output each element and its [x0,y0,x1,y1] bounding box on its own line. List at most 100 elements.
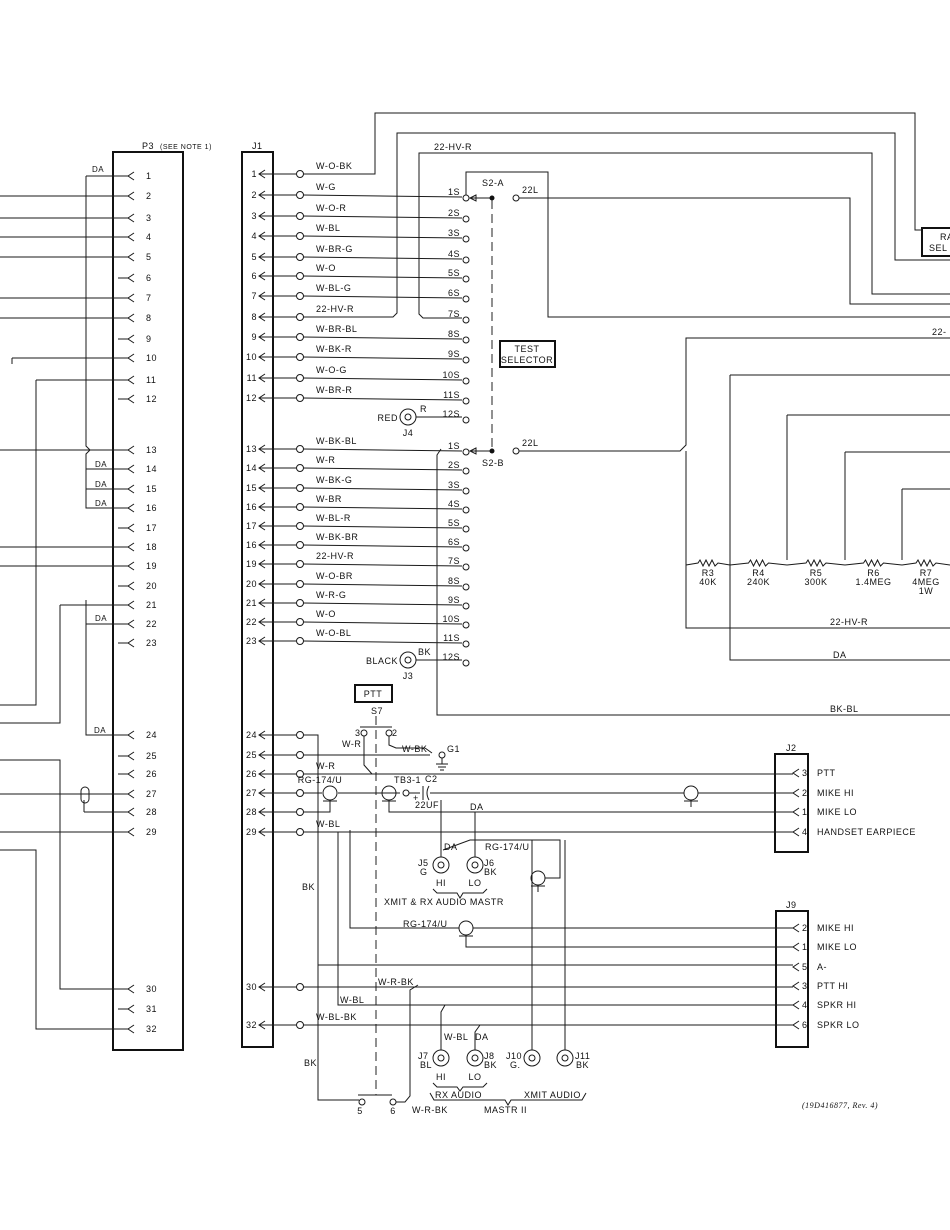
j5-j6-bracket [432,888,488,899]
p3-pin-number: 7 [146,293,152,303]
j1-terminal [296,232,304,240]
wire-color-label: W-G [316,182,336,192]
s2b-common [512,447,520,455]
j9-pin-number: 3 [802,981,808,991]
hi-label: HI [436,878,446,888]
coax-label: RG-174/U [298,775,343,785]
resistor-rating: 1W [919,586,934,596]
j1-pin-number: 16 [246,502,257,512]
s2a-wire [302,356,463,360]
s7-t2-label: 2 [392,728,398,738]
p3-pin-number: 15 [146,484,157,494]
s7-w-r-wire [363,736,373,775]
wire-pin24-a-minus [303,734,793,966]
j1-terminal [296,353,304,361]
da-label: DA [95,499,107,508]
j1-pin-number: 10 [246,352,257,362]
s2b-terminal [462,487,470,495]
s2b-wiper [468,447,492,455]
s2b-terminal [462,640,470,648]
p3-pin-number: 2 [146,191,152,201]
ladder-tap-r5 [844,451,950,560]
j11-color: BK [576,1060,589,1070]
p3-pin-number: 19 [146,561,157,571]
j1-terminal [296,618,304,626]
j1-terminal [296,560,304,568]
j9-pin-label: MIKE LO [817,942,857,952]
s2a-terminal-label: 10S [442,370,460,380]
resistor-ref: R4 [752,568,765,578]
j1-pin-number: 5 [251,252,257,262]
resistor-ref: R5 [810,568,823,578]
p3-pin-arrow-icon [127,619,135,629]
j1-terminal [296,464,304,472]
s2b-wire [302,487,463,491]
j11-jack-icon [556,1049,574,1067]
j1-terminal [296,1021,304,1029]
p3-pin-arrow-icon [127,730,135,740]
p3-pin-number: 6 [146,273,152,283]
wire-color-label: W-BK-R [316,344,352,354]
da-ladder-wire [729,374,950,661]
j1-terminal [296,272,304,280]
p3-pin-number: 22 [146,619,157,629]
s2b-wire [302,467,463,471]
p3-pin-arrow-icon [127,334,135,344]
j9-pin-number: 5 [802,962,808,972]
s2a-terminal-label: 12S [442,409,460,419]
j2-pin-label: MIKE LO [817,807,857,817]
s2a-wire [302,377,463,381]
s2b-wire [302,602,463,606]
resistor-value: 1.4MEG [855,577,891,587]
wire-label-w-r: W-R [342,739,361,749]
s2b-wire [302,525,463,529]
ptt-box [354,684,393,703]
wire-color-label: W-BR-G [316,244,353,254]
p3-pin-number: 32 [146,1024,157,1034]
j1-terminal [296,580,304,588]
ground-icon [436,758,448,771]
j1-pin-number: 29 [246,827,257,837]
j1-pin-number: 6 [251,271,257,281]
da-label: DA [95,480,107,489]
s2a-wire [302,275,463,279]
j2-connector-body [774,753,809,853]
j5-label: J5 [418,858,429,868]
wire-color-label: W-O-BK [316,161,352,171]
wire-color-label: W-BK-BL [316,436,357,446]
s2a-wire [302,235,463,239]
j1-terminal [296,333,304,341]
j1-pin-number: 2 [251,190,257,200]
p3-pin-arrow-icon [127,542,135,552]
j5-color: G [420,867,428,877]
tb3-terminal [402,789,410,797]
j9-pin-arrow-icon [792,942,800,952]
p3-pin-arrow-icon [127,273,135,283]
j9-pin-label: SPKR HI [817,1000,857,1010]
j2-pin-arrow-icon [792,788,800,798]
j1-pin-number: 15 [246,483,257,493]
j1-pin-number: 3 [251,211,257,221]
j9-title: J9 [786,900,797,910]
s2b-terminal-label: 6S [448,537,460,547]
da-label: DA [444,842,458,852]
s2a-terminal [462,377,470,385]
j4-label: J4 [403,428,414,438]
s2b-terminal-label: 3S [448,480,460,490]
p3-pin-number: 26 [146,769,157,779]
j1-pin-number: 22 [246,617,257,627]
s2b-terminal-label: 8S [448,576,460,586]
wire-color-label: W-R [316,455,335,465]
wire-color-label: W-BK-BR [316,532,358,542]
j2-pin-label: MIKE HI [817,788,854,798]
lower-jack-wires [440,840,566,1050]
da-label: DA [92,165,104,174]
j1-connector-body [241,151,274,1048]
j10-label: J10 [506,1051,522,1061]
coax-rg174-3-icon [683,785,699,801]
s2b-terminal [462,544,470,552]
wire-color-label: W-O [316,263,336,273]
s2b-terminal-label: 5S [448,518,460,528]
j1-terminal [296,394,304,402]
p3-pin-arrow-icon [127,232,135,242]
